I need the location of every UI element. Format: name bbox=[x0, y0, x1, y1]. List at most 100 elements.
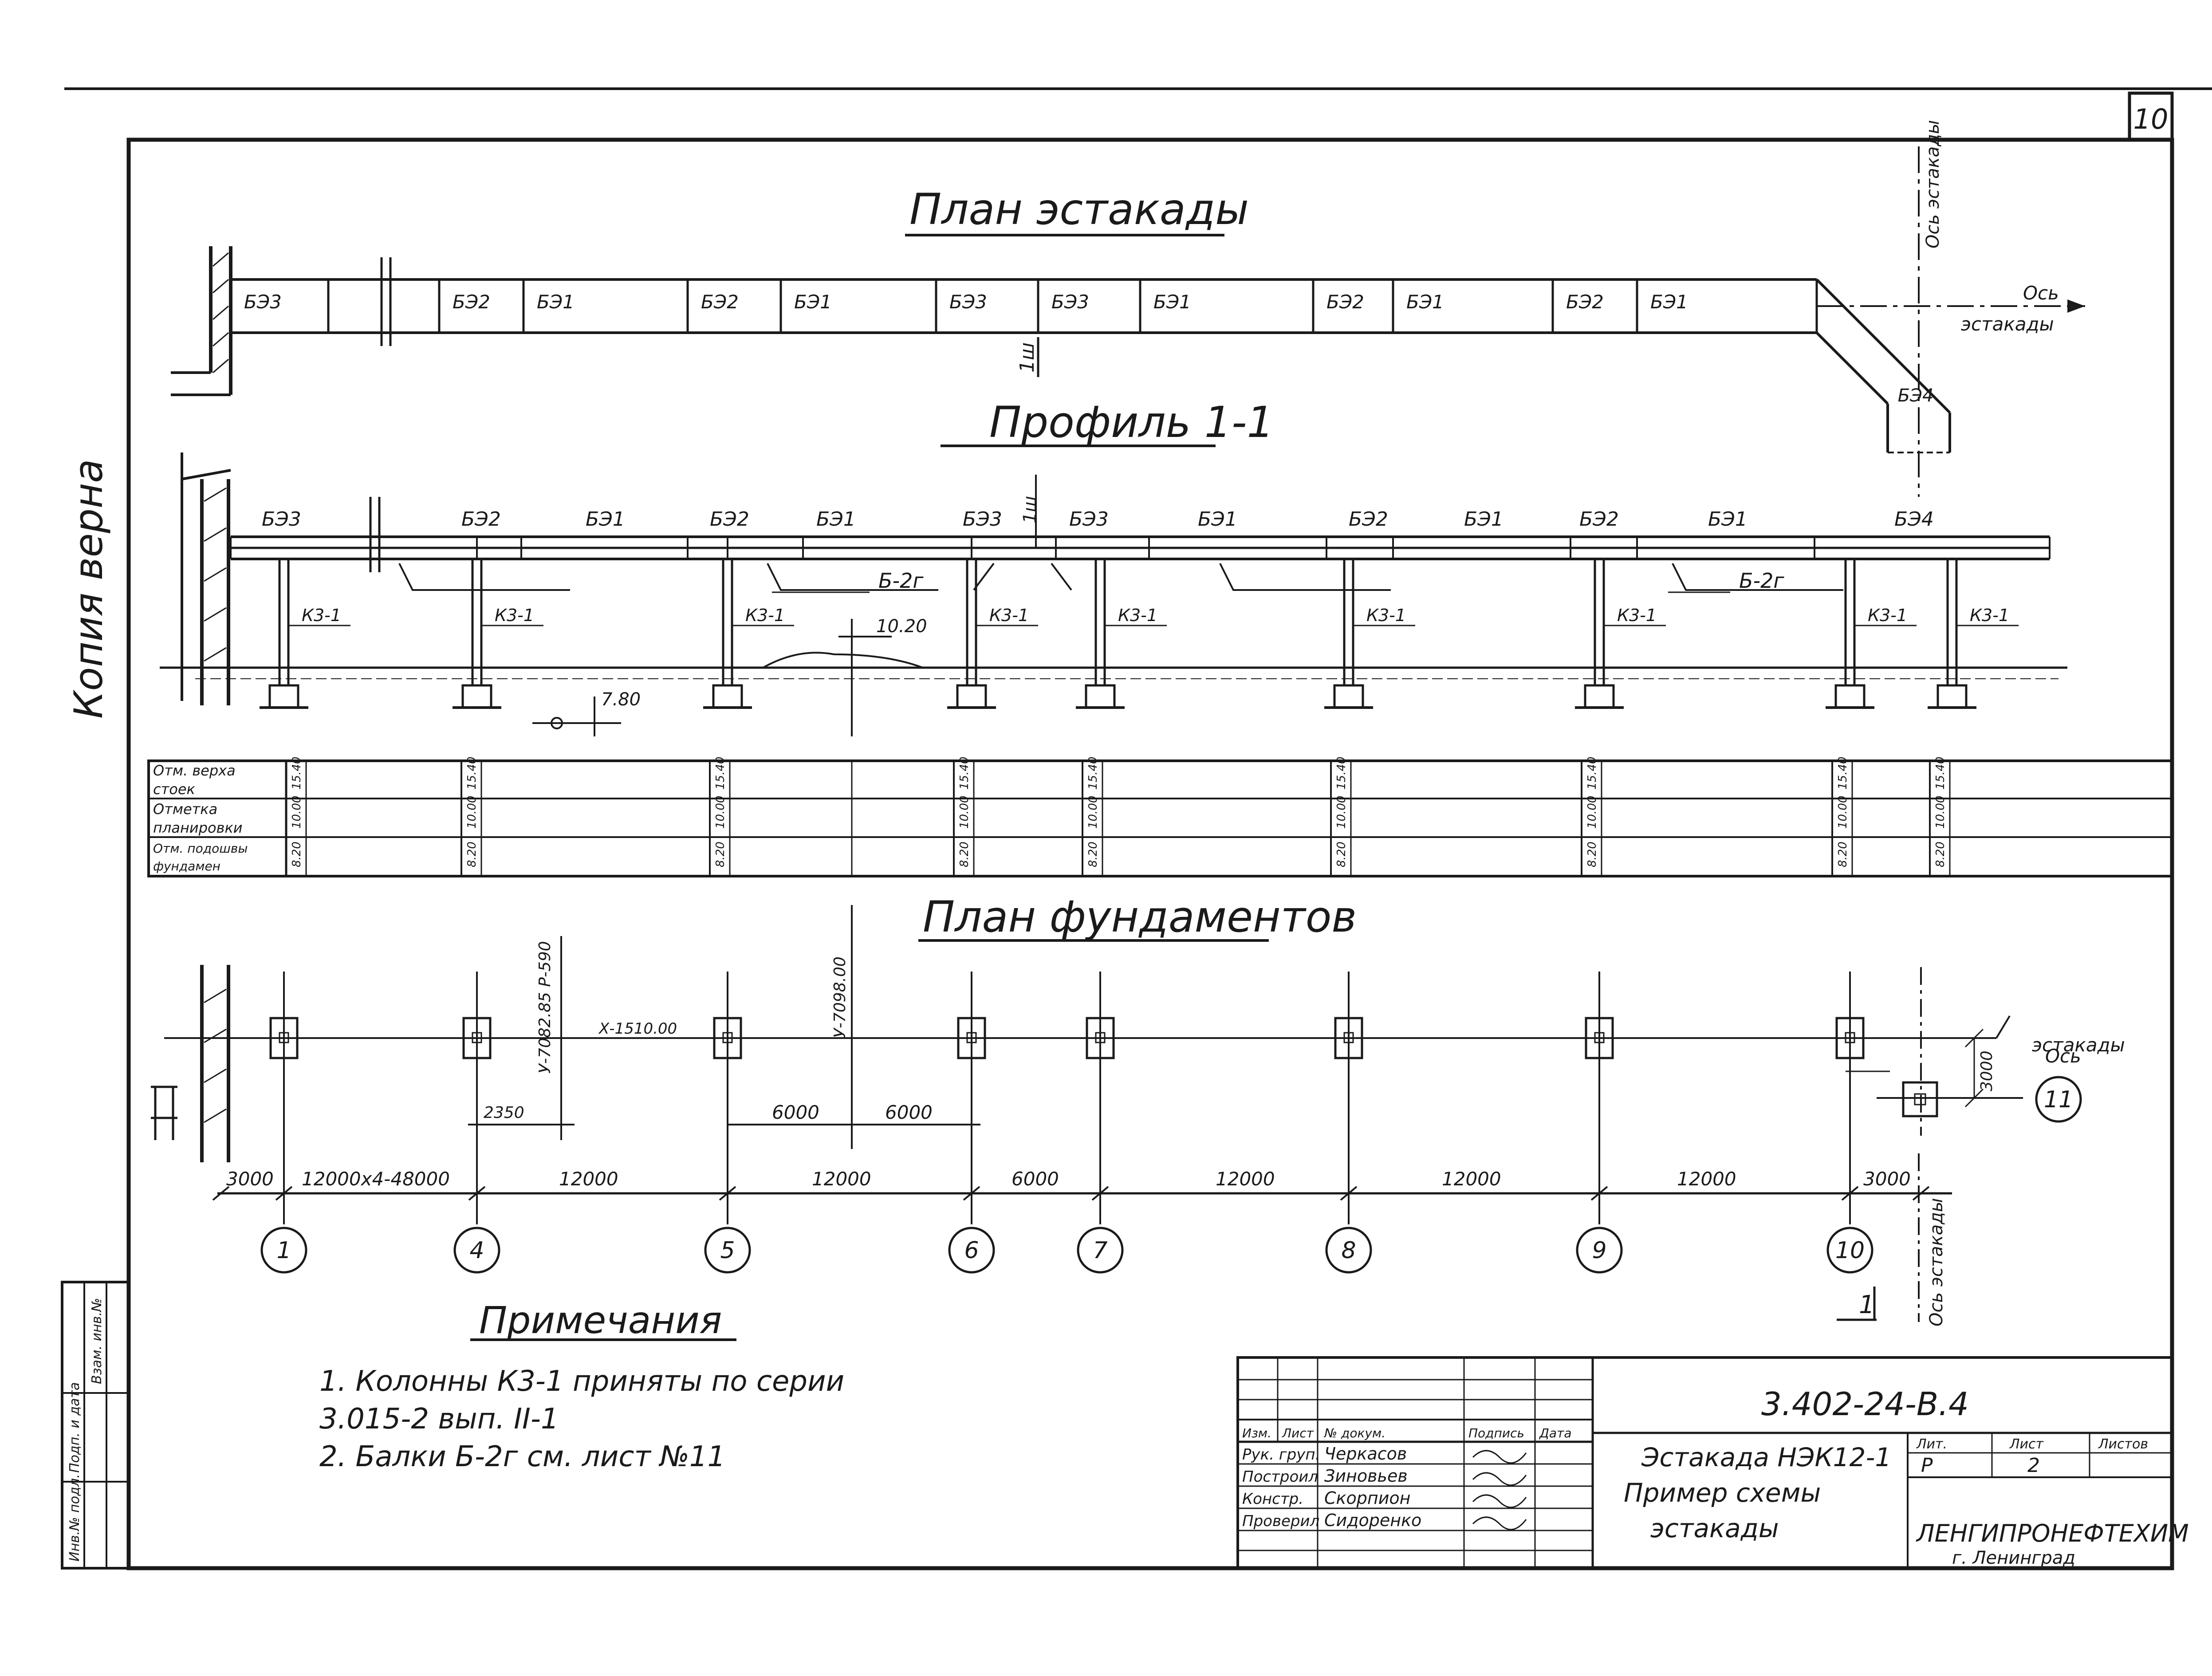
profile-beam-label: БЭ1 bbox=[1464, 508, 1504, 531]
bottom-dimension: 3000 bbox=[1863, 1168, 1911, 1190]
plan-beam-label: БЭ1 bbox=[1406, 291, 1444, 313]
profile-footing bbox=[1834, 684, 1866, 709]
profile-footing bbox=[268, 684, 299, 709]
table-row-2-line1: Отметка bbox=[153, 801, 217, 818]
copy-stamp: Копия верна bbox=[66, 459, 111, 719]
table-value: 10.00 bbox=[958, 796, 971, 829]
profile-footing bbox=[712, 684, 743, 709]
axis-bubble-label: 7 bbox=[1093, 1237, 1107, 1264]
dim-2350: 2350 bbox=[484, 1104, 524, 1122]
profile-beam-label: БЭ3 bbox=[1069, 508, 1109, 531]
table-value: 15.40 bbox=[1836, 757, 1850, 790]
foundation-column bbox=[279, 1032, 289, 1043]
foundations-section-mark: 1 bbox=[1859, 1290, 1875, 1319]
plan-beam-label: БЭ1 bbox=[794, 291, 832, 313]
plan-beam-label: БЭ3 bbox=[1051, 291, 1089, 313]
profile-footing bbox=[1085, 684, 1116, 709]
plan-beam-label: БЭ1 bbox=[1153, 291, 1191, 313]
dim-3000-vertical: 3000 bbox=[1978, 1050, 1996, 1091]
bottom-dimension: 12000 bbox=[1442, 1168, 1501, 1190]
profile-footing bbox=[956, 684, 987, 709]
column-label: К3-1 bbox=[1118, 606, 1157, 625]
column-label: К3-1 bbox=[745, 606, 785, 625]
tb-org: ЛЕНГИПРОНЕФТЕХИМ bbox=[1916, 1519, 2189, 1547]
foundation-pad bbox=[713, 1017, 742, 1059]
profile-section-mark: 1ш bbox=[1020, 496, 1040, 523]
stamp-sign: Подп. и дата bbox=[67, 1382, 83, 1473]
coord-1: У-7082.85 Р-590 bbox=[536, 941, 554, 1074]
column-label: К3-1 bbox=[1868, 606, 1907, 625]
brace-label-2: Б-2г bbox=[1739, 569, 1784, 593]
profile-beam-label: БЭ1 bbox=[816, 508, 856, 531]
column-label: К3-1 bbox=[989, 606, 1029, 625]
foundation-column bbox=[966, 1032, 977, 1043]
bottom-dimension: 3000 bbox=[226, 1168, 274, 1190]
column-label: К3-1 bbox=[1366, 606, 1406, 625]
table-row-3-line2: фундамен bbox=[153, 859, 220, 873]
profile-beam-label: БЭ2 bbox=[1349, 508, 1388, 531]
table-value: 8.20 bbox=[1836, 842, 1850, 867]
table-value: 8.20 bbox=[958, 842, 971, 867]
profile-beam-label: БЭ1 bbox=[1198, 508, 1237, 531]
plan-beam-label: БЭ1 bbox=[537, 291, 575, 313]
table-row-2-line2: планировки bbox=[153, 819, 243, 836]
table-value: 15.40 bbox=[290, 757, 303, 790]
table-value: 8.20 bbox=[1335, 842, 1348, 867]
profile-footing bbox=[461, 684, 492, 709]
tb-name-1: Черкасов bbox=[1324, 1444, 1407, 1464]
tb-role-2: Построил bbox=[1242, 1468, 1318, 1486]
plan-beam-label: БЭ2 bbox=[1326, 291, 1364, 313]
tb-h-date: Дата bbox=[1539, 1426, 1572, 1440]
foundation-column bbox=[722, 1032, 733, 1043]
axis-bubble bbox=[260, 1227, 307, 1274]
foundation-pad bbox=[1086, 1017, 1115, 1059]
ground-bump bbox=[763, 652, 923, 669]
profile-beam-label: БЭ4 bbox=[1894, 508, 1934, 531]
sheet-number: 10 bbox=[2133, 103, 2169, 135]
sheet-number-box bbox=[2128, 91, 2174, 142]
column-label: К3-1 bbox=[1617, 606, 1657, 625]
plan-axis-vertical-label: Ось эстакады bbox=[1923, 120, 1943, 248]
level-2-marker bbox=[551, 717, 563, 729]
axis-bubble bbox=[1826, 1227, 1874, 1274]
plan-title: План эстакады bbox=[909, 185, 1249, 234]
table-value: 15.40 bbox=[1086, 757, 1100, 790]
foundations-title: План фундаментов bbox=[923, 892, 1357, 942]
foundation-column bbox=[1095, 1032, 1106, 1043]
profile-beam-label: БЭ2 bbox=[710, 508, 749, 531]
table-value: 10.00 bbox=[1086, 796, 1100, 829]
table-value-cells: 15.4010.008.2015.4010.008.2015.4010.008.… bbox=[285, 757, 1951, 876]
notes-title: Примечания bbox=[479, 1298, 722, 1342]
stamp-replace: Взам. инв.№ bbox=[89, 1298, 105, 1384]
profile-footing bbox=[1584, 684, 1615, 709]
title-block-frame bbox=[1236, 1356, 2173, 1570]
plan-beam-label: БЭ3 bbox=[244, 291, 282, 313]
tb-signatures bbox=[1472, 1450, 1527, 1530]
foundation-pad bbox=[1585, 1017, 1614, 1059]
plan-axis-label-2: эстакады bbox=[1961, 313, 2054, 335]
foundations-wall bbox=[151, 965, 230, 1162]
table-value: 8.20 bbox=[290, 842, 303, 867]
foundation-column bbox=[1845, 1032, 1855, 1043]
axis-bubble-label: 4 bbox=[469, 1237, 484, 1264]
column-label: К3-1 bbox=[1970, 606, 2009, 625]
dim-6000-a: 6000 bbox=[772, 1102, 819, 1123]
tb-h-list: Лист bbox=[1282, 1426, 1314, 1440]
tb-h-izm: Изм. bbox=[1242, 1426, 1271, 1440]
profile-braces bbox=[398, 563, 1843, 591]
tb-city: г. Ленинград bbox=[1952, 1548, 2075, 1568]
tb-desc-2: Пример схемы bbox=[1624, 1478, 1821, 1508]
tb-stage-h1: Лит. bbox=[1916, 1436, 1947, 1452]
side-axis-label: 11 bbox=[2044, 1086, 2073, 1113]
table-row-1-line1: Отм. верха bbox=[153, 762, 236, 779]
table-value: 15.40 bbox=[1586, 757, 1599, 790]
table-value: 8.20 bbox=[1586, 842, 1599, 867]
axis-bubble bbox=[948, 1227, 995, 1274]
